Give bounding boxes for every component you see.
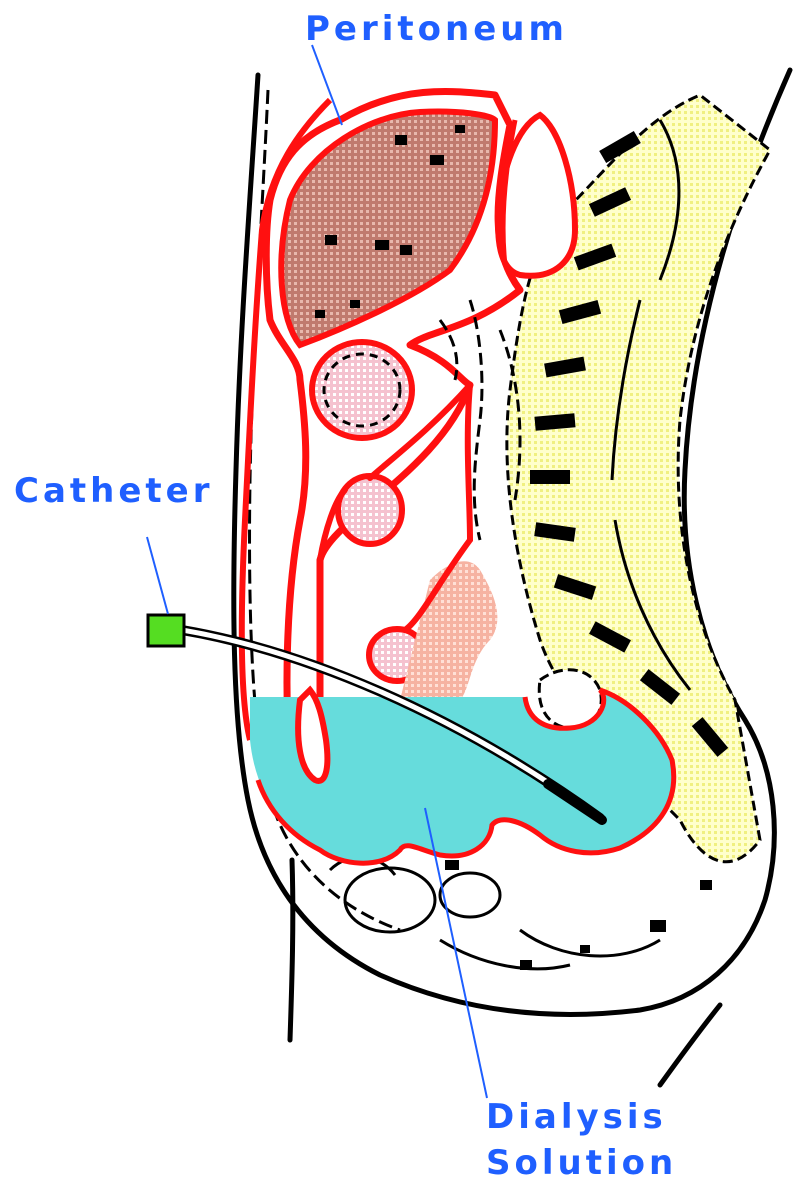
liver: [281, 112, 495, 345]
dialysis-solution-label-line1: Dialysis: [486, 1100, 667, 1134]
organ-upper: [312, 342, 412, 438]
catheter-leader: [147, 537, 168, 614]
uterus: [400, 561, 497, 700]
dialysis-solution-label-line2: Solution: [486, 1146, 677, 1180]
organ-middle: [338, 476, 402, 544]
bowel-loops: [330, 857, 660, 969]
catheter-label: Catheter: [14, 474, 214, 508]
catheter-port-icon: [148, 615, 184, 646]
peritoneum-label: Peritoneum: [305, 12, 568, 46]
